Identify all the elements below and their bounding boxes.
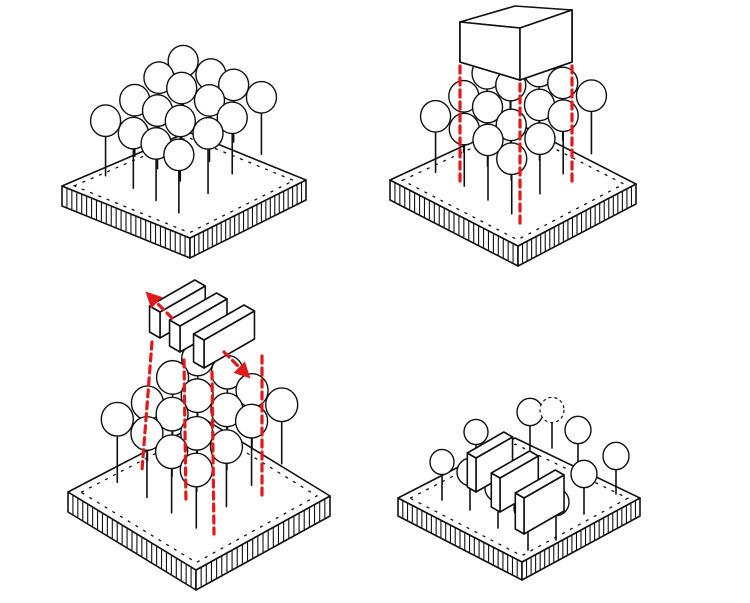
plate-dashed-boundary — [79, 426, 319, 564]
box-face-top — [514, 469, 565, 499]
red-arrow-up-left — [145, 291, 174, 320]
block-left-face — [459, 21, 521, 81]
tree-canopy — [472, 123, 504, 157]
bar-1 — [466, 431, 514, 493]
tree-canopy — [539, 396, 565, 424]
tree — [419, 99, 452, 174]
tree — [245, 80, 278, 156]
tree-canopy — [164, 104, 196, 138]
tree — [472, 123, 504, 201]
panel-2-block-lowered-into-trees — [389, 5, 637, 267]
tree-canopy — [602, 441, 630, 471]
plate-hatching — [394, 182, 633, 264]
tree-group — [89, 44, 278, 214]
tree-canopy — [463, 418, 489, 446]
tree — [163, 138, 195, 214]
tree — [89, 104, 122, 177]
red-projection-line — [140, 340, 154, 472]
tree-canopy — [265, 387, 299, 423]
panel-4-bars-set-among-trees — [397, 396, 641, 581]
panel-3-block-split-into-bars — [67, 279, 331, 591]
box-face-top — [490, 450, 540, 479]
tree-canopy — [564, 415, 592, 445]
tree-canopy — [163, 138, 195, 172]
block-right-face — [519, 9, 573, 81]
plate-hatching — [72, 495, 326, 587]
tree-canopy — [547, 99, 579, 133]
tree-canopy — [575, 79, 608, 113]
tree-canopy — [166, 71, 198, 105]
tree-canopy — [496, 142, 528, 176]
tree-canopy — [234, 403, 269, 439]
tree-canopy — [429, 448, 455, 476]
tree-canopy — [217, 68, 250, 102]
bar-3 — [192, 304, 256, 369]
tree — [100, 401, 134, 484]
split-bars — [148, 279, 256, 369]
bar-2 — [490, 450, 540, 513]
tree — [234, 403, 269, 486]
box-face-left — [466, 452, 477, 493]
tree — [216, 101, 248, 175]
tree-canopy — [155, 396, 189, 432]
tree — [575, 79, 608, 155]
tree — [602, 441, 630, 495]
box-face-top — [168, 292, 228, 327]
tree — [164, 104, 196, 182]
tree-canopy — [209, 429, 244, 465]
tree-canopy — [193, 83, 226, 117]
projection-lines — [458, 64, 574, 230]
tree-canopy — [192, 116, 224, 150]
site-plate — [61, 131, 307, 259]
red-projection-line — [182, 358, 188, 504]
tree-canopy — [570, 459, 598, 489]
tree — [539, 396, 565, 449]
tree — [524, 122, 556, 195]
box-face-left — [490, 472, 501, 513]
box-face-left — [514, 492, 525, 535]
tree-canopy — [419, 99, 452, 133]
tree-canopy — [245, 80, 278, 114]
tree-canopy — [154, 434, 189, 470]
plate-hatching — [66, 182, 303, 256]
tree-canopy — [516, 397, 544, 427]
tree-canopy — [547, 66, 579, 100]
panel-1-site-with-trees — [61, 44, 307, 259]
plate-hatching — [402, 500, 637, 578]
tree-canopy — [216, 101, 248, 135]
red-arrow-down-right — [222, 350, 251, 379]
tree — [429, 448, 455, 501]
bar-3 — [514, 469, 565, 535]
floating-block — [459, 5, 573, 81]
tree — [209, 429, 244, 508]
tree — [564, 415, 592, 471]
tree — [570, 459, 598, 515]
plate-dashed-boundary — [408, 443, 630, 557]
tree-canopy — [100, 401, 134, 437]
tree — [192, 116, 224, 195]
placed-bars — [466, 431, 565, 535]
bar-2 — [168, 292, 228, 353]
tree-canopy — [89, 104, 122, 138]
projection-lines — [140, 340, 264, 536]
tree — [154, 434, 189, 514]
tree-canopy — [471, 90, 504, 124]
tree-canopy — [524, 122, 556, 156]
tree-canopy — [155, 359, 190, 395]
tree — [516, 397, 544, 453]
box-face-top — [466, 431, 514, 459]
red-projection-line — [210, 370, 216, 536]
box-face-top — [192, 304, 256, 341]
site-plate — [67, 419, 331, 591]
tree — [265, 387, 299, 465]
site-plate — [389, 121, 637, 267]
